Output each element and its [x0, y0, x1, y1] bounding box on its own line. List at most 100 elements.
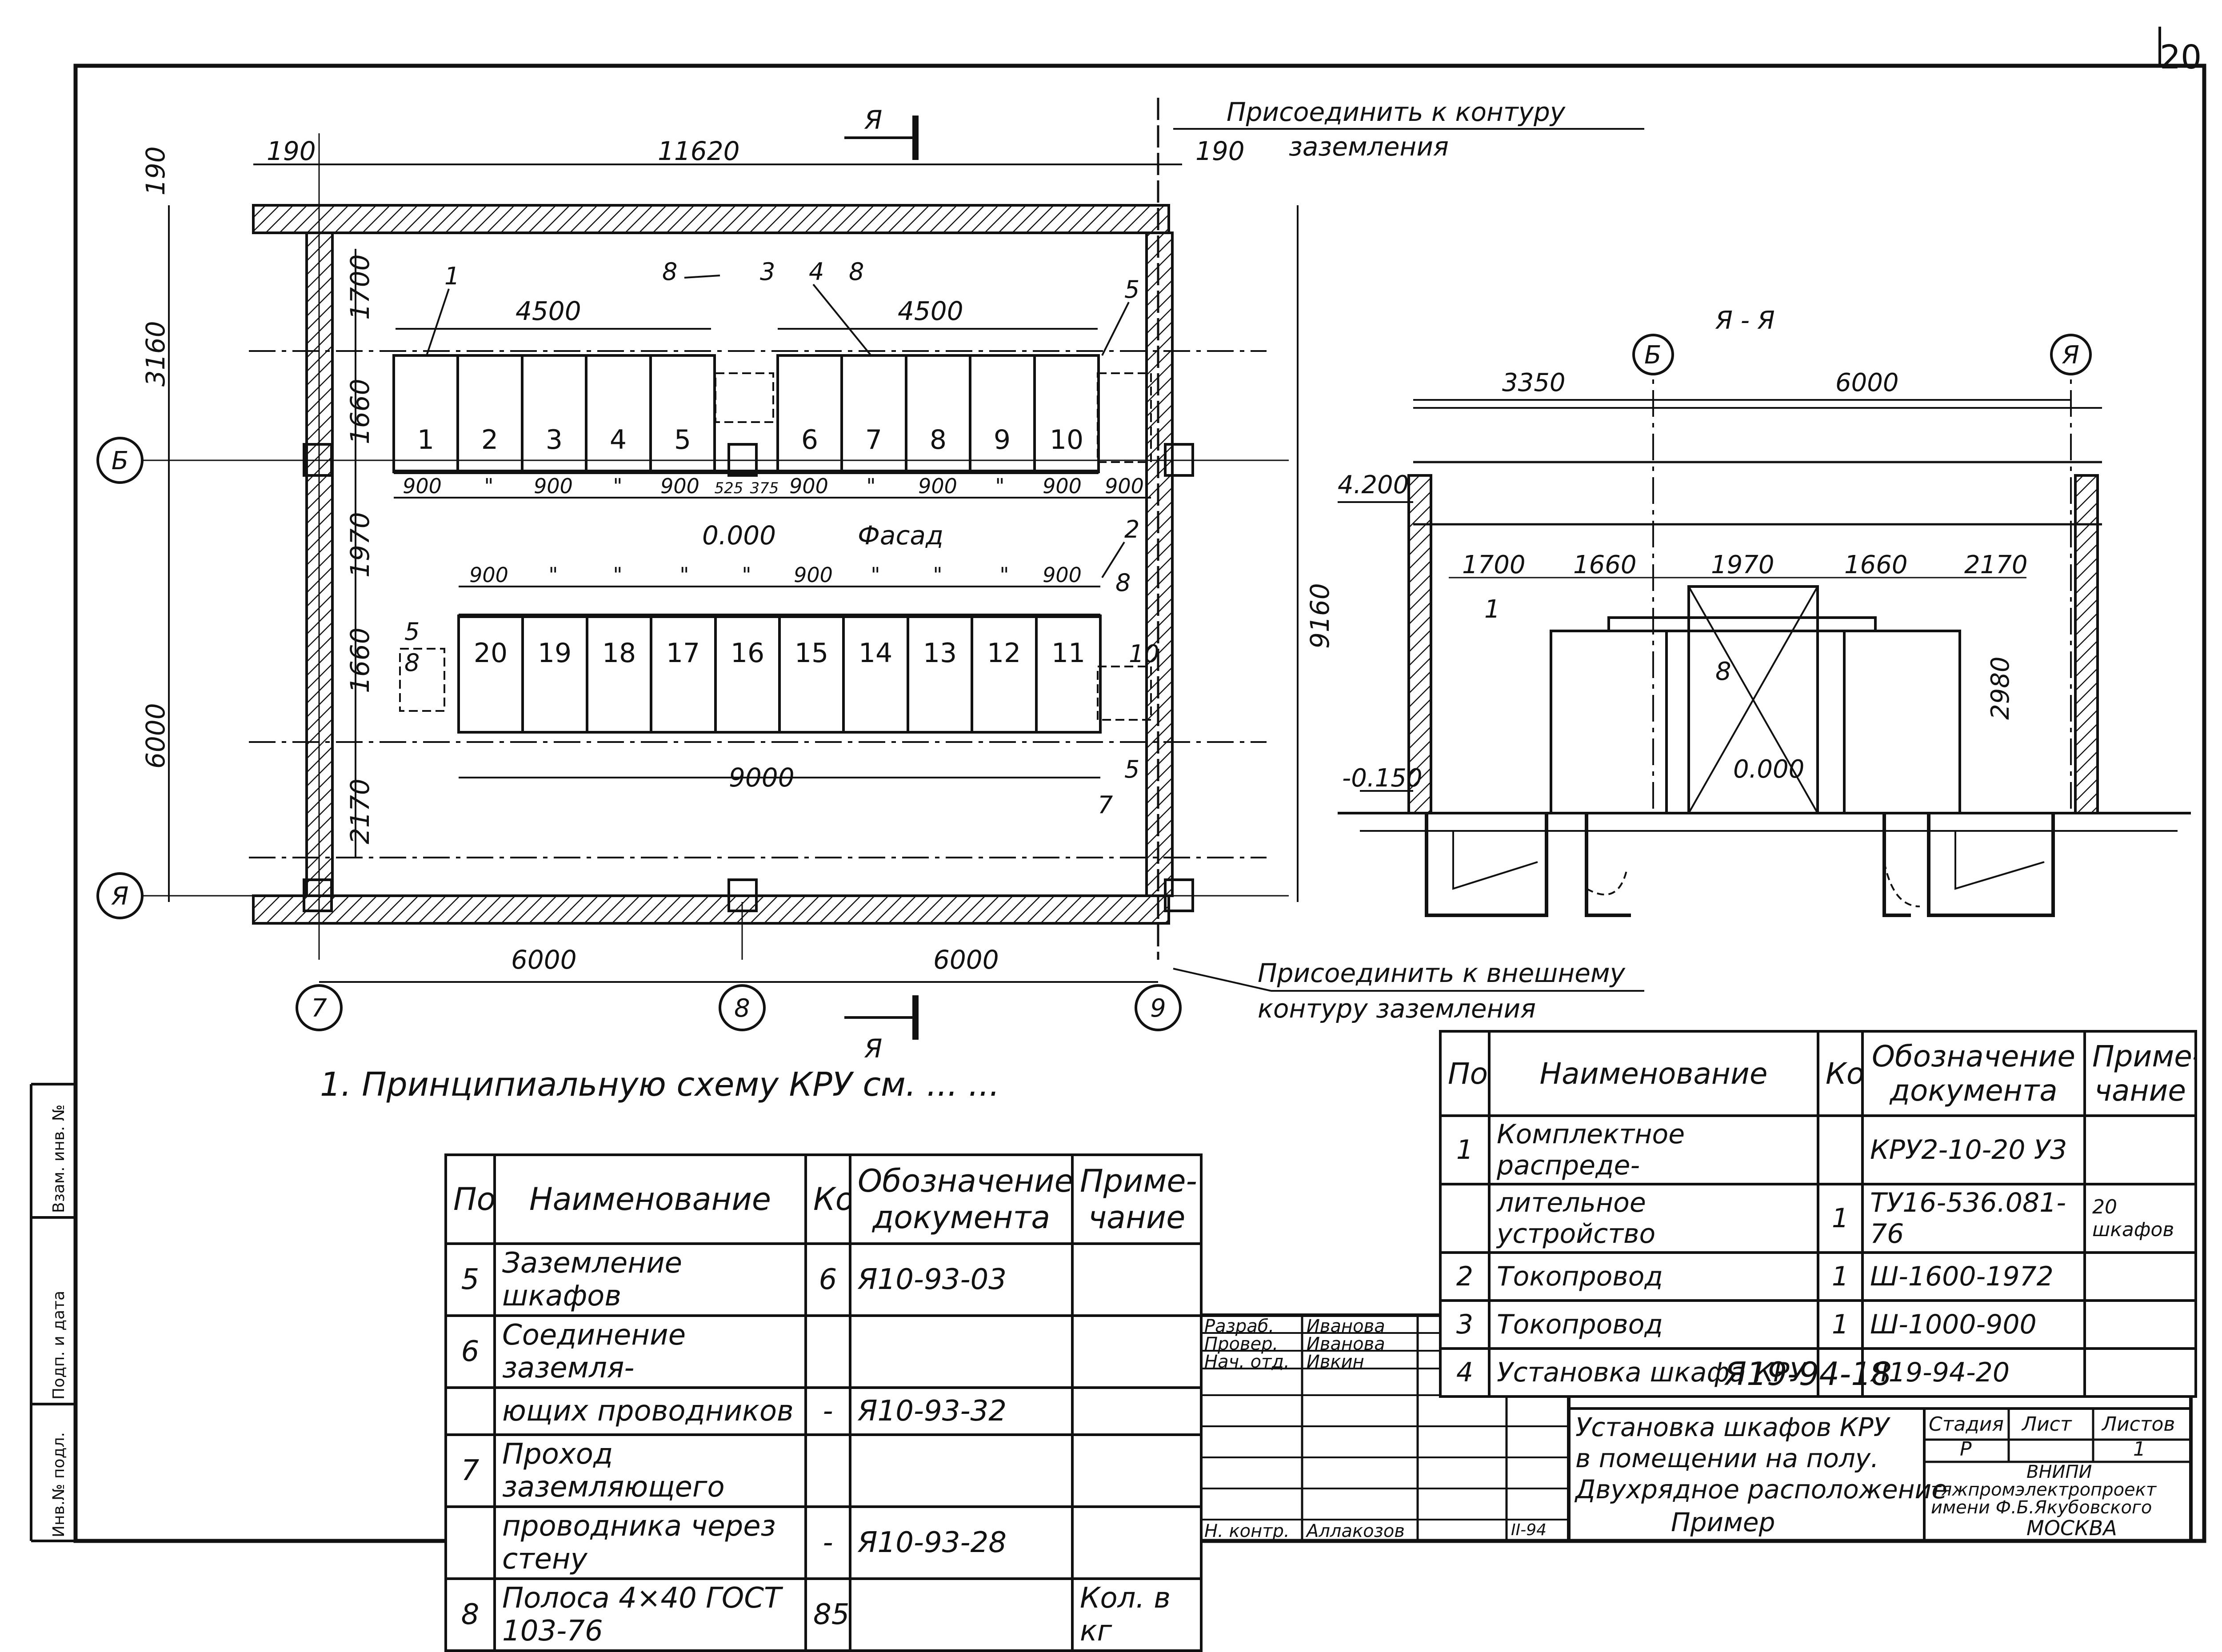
axis-label-9: 9 — [1150, 994, 1166, 1023]
section-dim-inner: 1660 — [1844, 551, 1908, 579]
row1-width: 900 — [534, 474, 573, 498]
drawing-title: Пример — [1671, 1507, 1775, 1537]
table-row: проводника через стену - Я10-93-28 — [444, 1505, 1203, 1580]
cabinet-number: 1 — [417, 424, 434, 455]
row1-width: " — [484, 474, 493, 498]
axis-bubble-7 — [296, 984, 343, 1031]
row2-width: " — [548, 563, 558, 587]
callout: 5 — [1124, 755, 1139, 783]
cell-note — [2083, 1251, 2197, 1302]
row1-width: 375 — [750, 479, 779, 497]
cell-pos: 6 — [444, 1314, 496, 1389]
cabinet-number: 9 — [994, 424, 1011, 455]
section-axis-b: Б — [1644, 341, 1661, 370]
cell-name: Проход заземляющего — [493, 1433, 807, 1508]
row2-width: 900 — [469, 563, 508, 587]
callout: 8 — [404, 649, 420, 677]
table-row: 8 Полоса 4×40 ГОСТ 103-76 85 Кол. в кг — [444, 1577, 1203, 1652]
cell-name: Токопровод — [1488, 1251, 1819, 1302]
spec-table-left: Поз. Наименование Кол. Обозначение докум… — [444, 1153, 1203, 1652]
org-line: МОСКВА — [2026, 1516, 2117, 1540]
plan-dim-top-right: 190 — [1195, 136, 1245, 166]
header-qty: Кол. — [1817, 1030, 1864, 1117]
cell-doc: Я10-93-32 — [849, 1386, 1074, 1436]
header-doc: Обозначение документа — [1861, 1030, 2086, 1117]
cell-note — [1071, 1433, 1203, 1508]
row2-width: " — [933, 563, 942, 587]
cell-qty: 1 — [1817, 1183, 1864, 1254]
cell-doc: Ш-1600-1972 — [1861, 1251, 2086, 1302]
title-name: Ивкин — [1307, 1352, 1364, 1372]
callout: 5 — [1124, 275, 1139, 303]
cabinet-number: 20 — [474, 638, 508, 669]
section-dim-inner: 1700 — [1462, 551, 1526, 579]
cell-pos: 5 — [444, 1242, 496, 1317]
section-level-top: 4.200 — [1338, 471, 1409, 499]
stage-label: Стадия — [1929, 1413, 2004, 1436]
cell-name: Заземление шкафов — [493, 1242, 807, 1317]
plan-dim-row1-left: 4500 — [516, 296, 581, 326]
plan-dim-inner-2: 1660 — [345, 379, 375, 444]
drawing-title: Двухрядное расположение — [1575, 1474, 1947, 1504]
cell-pos: 1 — [1439, 1114, 1491, 1185]
cell-qty: 6 — [804, 1242, 851, 1317]
cell-name: лительное устройство — [1488, 1183, 1819, 1254]
cell-name: Соединение заземля- — [493, 1314, 807, 1389]
cabinet-number: 8 — [930, 424, 947, 455]
cell-qty — [1817, 1347, 1864, 1398]
plan-dim-bottom-left: 6000 — [511, 945, 577, 975]
row2-width: " — [999, 563, 1009, 587]
cell-name: Токопровод — [1488, 1299, 1819, 1350]
section-dim-inner: 1660 — [1573, 551, 1637, 579]
plan-note-top-1: Присоединить к контуру — [1227, 97, 1566, 127]
sheet-label: Лист — [2022, 1413, 2072, 1436]
callout: 8 — [1115, 569, 1131, 597]
section-axis-bubble-b — [1632, 334, 1674, 375]
section-level-bottom: -0.150 — [1342, 764, 1423, 793]
section-height: 2980 — [1986, 656, 2015, 720]
plan-note-bottom-1: Присоединить к внешнему — [1258, 958, 1626, 988]
callout: 10 — [1129, 640, 1159, 668]
callout: 8 — [849, 258, 864, 286]
section-axis-bubble-ya — [2050, 334, 2092, 375]
note-text: 1. Принципиальную схему КРУ см. ... ... — [320, 1065, 1000, 1104]
cell-qty: 1 — [1817, 1299, 1864, 1350]
callout: 5 — [404, 618, 420, 646]
header-qty: Кол. — [804, 1153, 851, 1245]
cell-note — [2083, 1299, 2197, 1350]
row1-width: 900 — [403, 474, 442, 498]
cabinet-number: 11 — [1051, 638, 1085, 669]
plan-level: 0.000 — [702, 520, 776, 551]
section-axes — [1632, 334, 2092, 375]
cabinet-number: 13 — [923, 638, 957, 669]
cell-doc: Я19-94-20 — [1861, 1347, 2086, 1398]
row1-width: 900 — [918, 474, 957, 498]
cell-pos: 7 — [444, 1433, 496, 1508]
section-title: Я - Я — [1715, 306, 1775, 335]
row2-width: " — [871, 563, 880, 587]
callout: 4 — [809, 258, 824, 286]
cell-pos: 3 — [1439, 1299, 1491, 1350]
cell-pos: 8 — [444, 1577, 496, 1652]
axis-bubble-9 — [1135, 984, 1182, 1031]
cell-note — [2083, 1347, 2197, 1398]
plan-dim-bottom-right: 6000 — [933, 945, 999, 975]
header-doc: Обозначение документа — [849, 1153, 1074, 1245]
cell-name: проводника через стену — [493, 1505, 807, 1580]
cabinet-number: 14 — [859, 638, 892, 669]
row2-width: " — [613, 563, 622, 587]
org-line: тяжпромэлектропроект — [1931, 1480, 2157, 1500]
cabinet-number: 17 — [666, 638, 700, 669]
plan-dim-right: 9160 — [1305, 583, 1335, 649]
table-header-row: Поз. Наименование Кол. Обозначение докум… — [1439, 1030, 2197, 1117]
section-view — [1338, 347, 2191, 917]
plan-dim-row1-right: 4500 — [898, 296, 963, 326]
title-date: II-94 — [1511, 1521, 1547, 1539]
header-pos: Поз. — [444, 1153, 496, 1245]
callout: 8 — [662, 258, 677, 286]
cabinet-number: 4 — [610, 424, 627, 455]
axis-bubble-b — [96, 437, 144, 484]
table-row: 2 Токопровод 1 Ш-1600-1972 — [1439, 1251, 2197, 1302]
stage-value: Р — [1960, 1438, 1972, 1460]
cabinet-number: 15 — [795, 638, 828, 669]
